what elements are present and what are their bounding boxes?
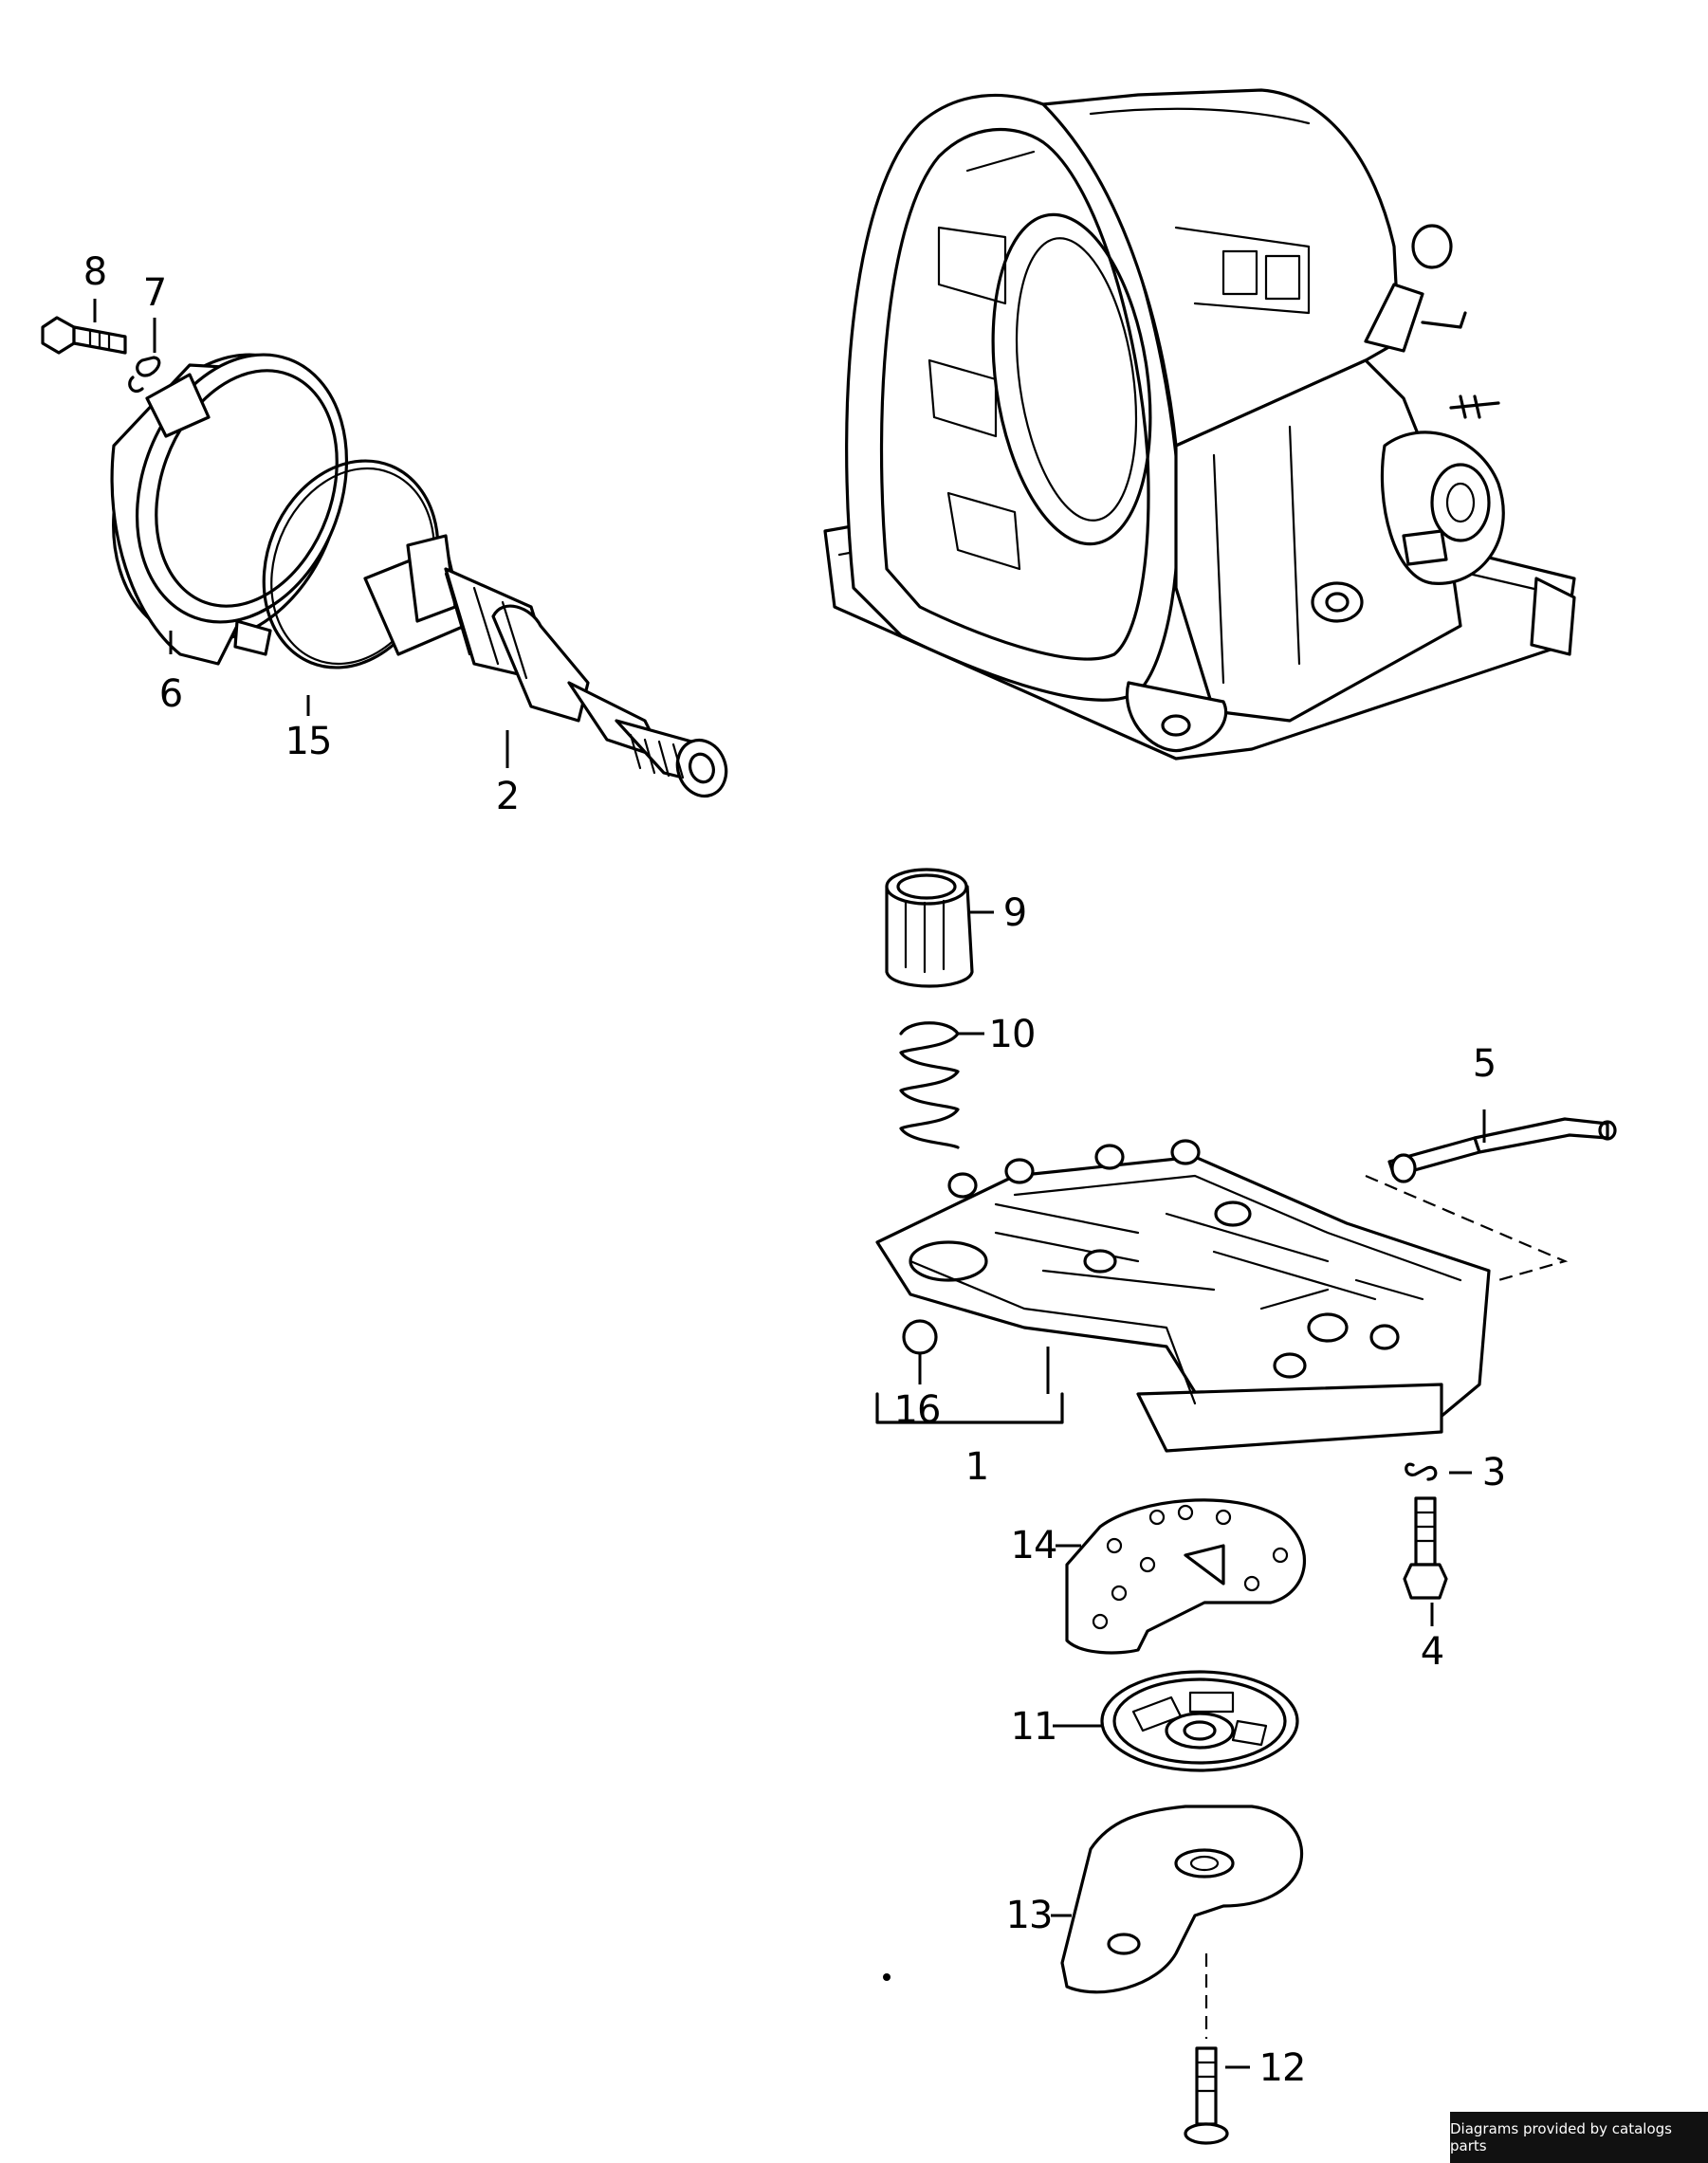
transmission-housing-drawing: [823, 88, 1576, 761]
callout-11: 11: [1011, 1705, 1057, 1749]
callout-9: 9: [1003, 891, 1026, 935]
callout-14: 14: [1011, 1524, 1057, 1567]
callout-1: 1: [965, 1445, 988, 1489]
callout-8: 8: [83, 250, 106, 294]
callout-10: 10: [989, 1013, 1036, 1056]
callout-13: 13: [1006, 1894, 1053, 1937]
callout-2: 2: [496, 775, 519, 818]
shaft-hub-drawing: [41, 316, 728, 798]
callout-7: 7: [143, 271, 166, 315]
callout-6: 6: [159, 672, 182, 716]
callout-5: 5: [1473, 1042, 1496, 1086]
callout-16: 16: [894, 1388, 941, 1432]
callout-15: 15: [285, 720, 332, 763]
valve-body-drawing: [875, 868, 1617, 1453]
lower-plates-drawing: [883, 1462, 1448, 2145]
credit-banner: Diagrams provided by catalogs parts: [1450, 2112, 1708, 2163]
callout-12: 12: [1259, 2046, 1306, 2090]
leader-lines: [93, 299, 1486, 2069]
callout-4: 4: [1421, 1630, 1443, 1674]
callout-3: 3: [1482, 1451, 1505, 1494]
